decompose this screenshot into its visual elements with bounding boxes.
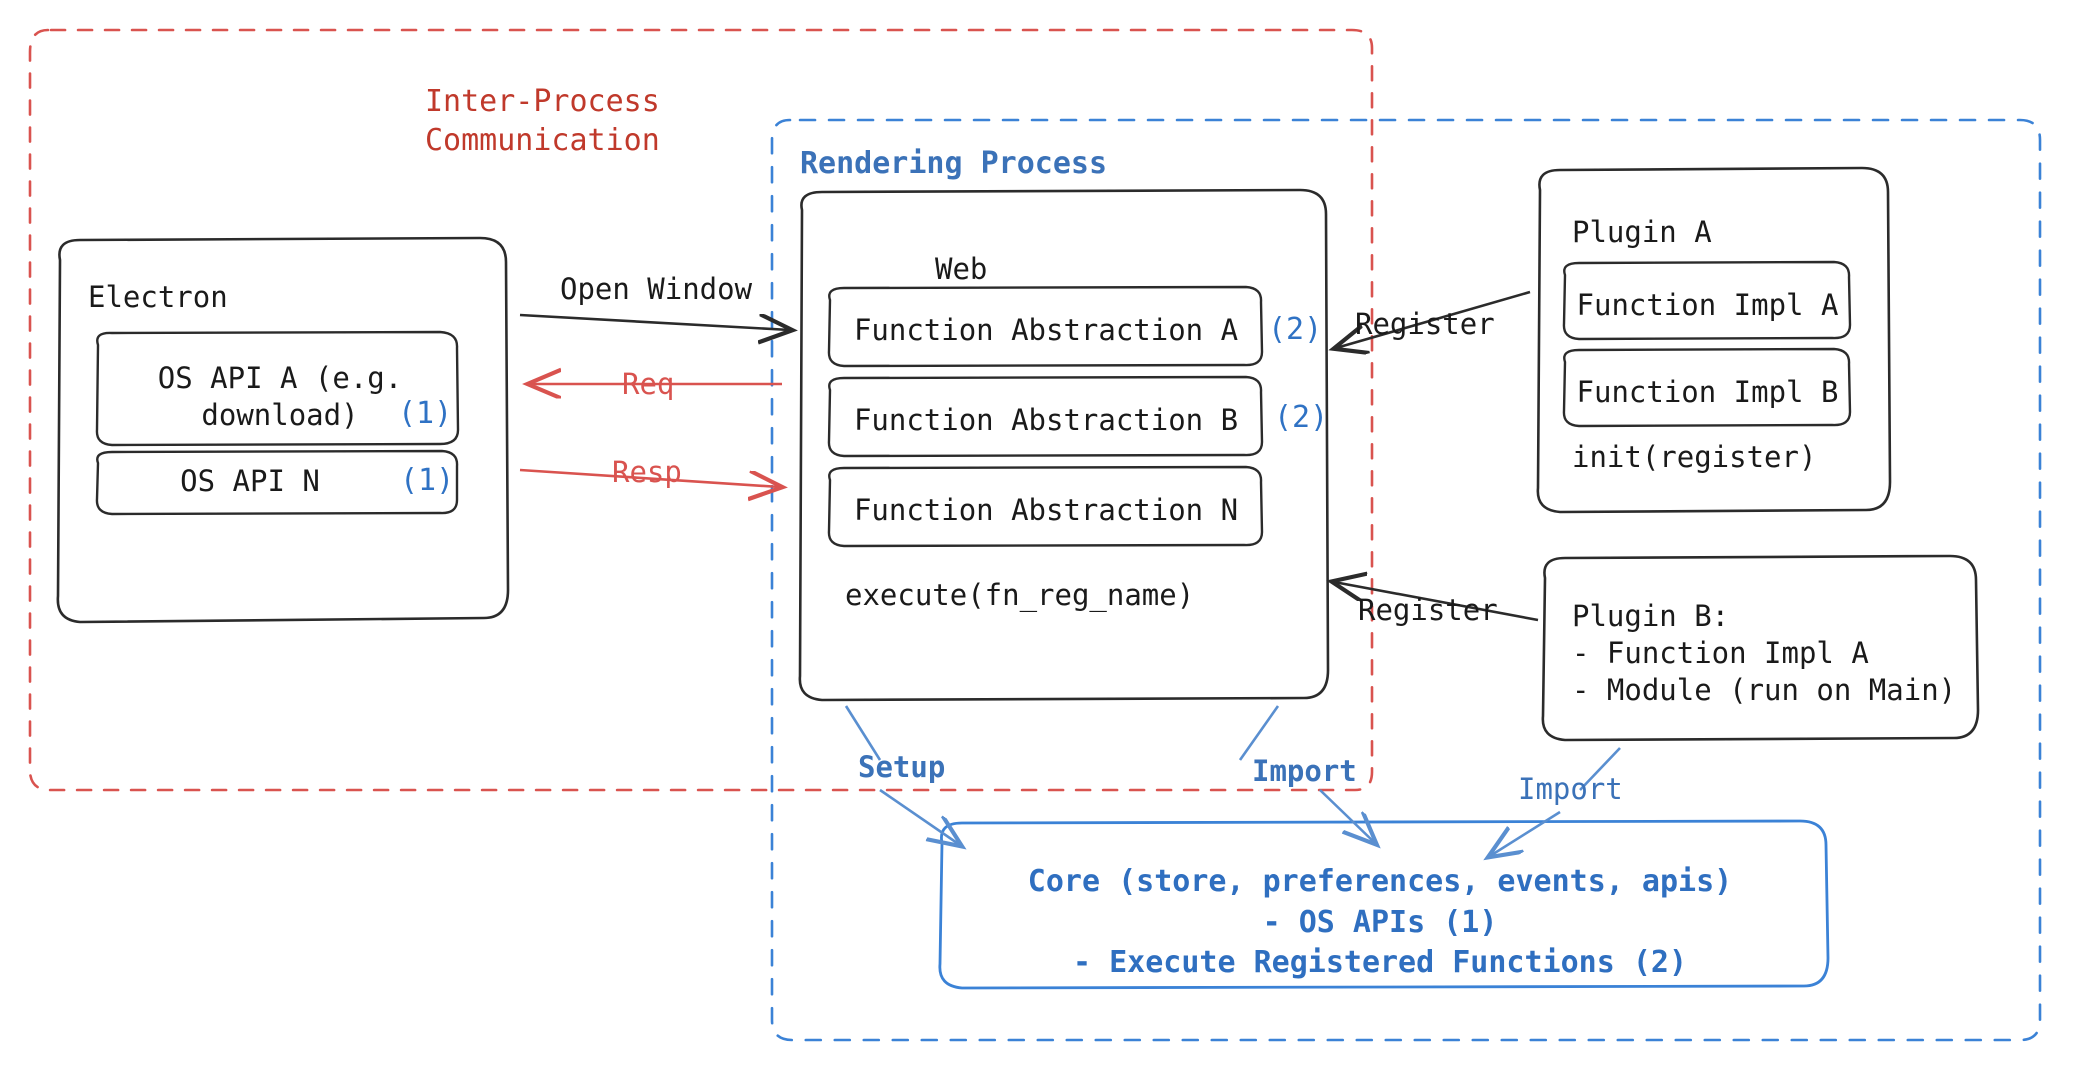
execute-function-label: execute(fn_reg_name): [845, 578, 1195, 612]
edge-label-import-right: Import: [1518, 772, 1623, 806]
edge-label-setup: Setup: [858, 750, 946, 784]
function-abstraction-b-label: Function Abstraction B: [853, 403, 1239, 437]
function-abstraction-n-label: Function Abstraction N: [853, 493, 1239, 527]
plugin-b-content: Plugin B: - Function Impl A - Module (ru…: [1572, 599, 1957, 708]
os-api-a-marker: (1): [398, 396, 453, 431]
edge-label-register-bottom: Register: [1358, 593, 1498, 627]
function-abstraction-b-marker: (2): [1274, 400, 1329, 435]
web-box: [798, 188, 1330, 702]
function-abstraction-a-marker: (2): [1268, 312, 1323, 347]
rendering-region-title: Rendering Process: [800, 146, 1108, 181]
function-impl-b-label: Function Impl B: [1576, 375, 1839, 409]
os-api-n-label: OS API N: [180, 464, 320, 498]
web-title: Web: [935, 252, 988, 286]
os-api-a-label: OS API A (e.g. download): [157, 361, 403, 432]
edge-label-register-top: Register: [1355, 307, 1495, 341]
os-api-n-marker: (1): [400, 463, 455, 498]
edge-label-import-left: Import: [1252, 754, 1357, 788]
core-content: Core (store, preferences, events, apis) …: [1027, 864, 1733, 980]
electron-title: Electron: [88, 280, 228, 314]
open-window-connector: [519, 313, 790, 330]
ipc-region-title: Inter-Process Communication: [425, 84, 660, 158]
edge-label-req: Req: [622, 367, 675, 401]
edge-label-open-window: Open Window: [560, 272, 753, 306]
function-impl-a-label: Function Impl A: [1576, 288, 1839, 322]
plugin-a-title: Plugin A: [1572, 215, 1712, 249]
edge-label-resp: Resp: [612, 455, 682, 489]
plugin-a-init-label: init(register): [1572, 440, 1817, 474]
function-abstraction-a-label: Function Abstraction A: [853, 313, 1239, 347]
